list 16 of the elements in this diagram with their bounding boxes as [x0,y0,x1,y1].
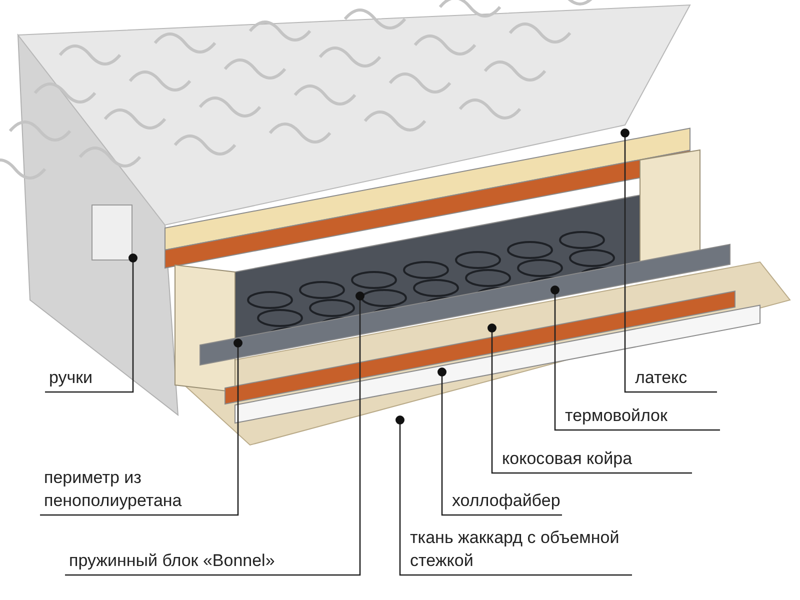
leader-line [65,292,364,576]
leader-line [620,128,717,393]
part-label: пружинный блок «Bonnel» [65,548,360,575]
part-label: кокосовая койра [492,445,692,473]
part-label: холлофайбер [442,487,562,515]
part-label: периметр из пенополиуретана [40,466,238,515]
leader-line [438,368,562,516]
leader-line [45,254,138,393]
part-label: латекс [625,364,717,392]
part-label: ручки [45,364,133,392]
part-label: ткань жаккард с объемной стежкой [400,522,632,575]
leader-line [550,286,720,431]
leader-line [40,338,242,516]
part-label: термовойлок [555,402,720,430]
leader-line [396,416,632,576]
leader-line [488,324,692,474]
